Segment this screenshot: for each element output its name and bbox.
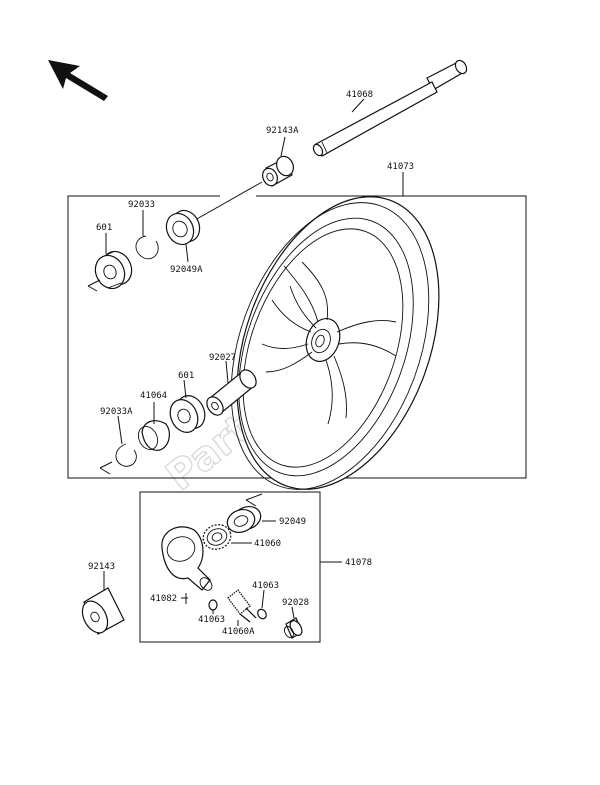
circlip-part <box>135 235 159 260</box>
label-92033a: 92033A <box>100 407 133 417</box>
axle-part <box>312 59 468 157</box>
label-92033: 92033 <box>128 200 155 210</box>
label-41063-left: 41063 <box>198 615 225 625</box>
gearbox-assembly-box <box>139 491 321 643</box>
spacer-part <box>206 369 257 416</box>
locator-arrow <box>245 493 263 507</box>
gear-part <box>202 524 232 550</box>
locator-arrow <box>87 279 101 292</box>
label-41073: 41073 <box>387 162 414 172</box>
label-92143a: 92143A <box>266 126 299 136</box>
collar-part <box>81 587 125 635</box>
label-92027: 92027 <box>209 353 236 363</box>
label-41060: 41060 <box>254 539 281 549</box>
locator-arrow <box>99 461 113 475</box>
bearing-right-part <box>169 395 206 433</box>
seal-part <box>226 506 262 533</box>
label-92028: 92028 <box>282 598 309 608</box>
gearbox-housing-part <box>161 526 213 591</box>
label-601-right: 601 <box>178 371 194 381</box>
pinion-part <box>227 589 257 623</box>
label-41060a: 41060A <box>222 627 255 637</box>
label-92049: 92049 <box>279 517 306 527</box>
label-92143: 92143 <box>88 562 115 572</box>
washer-left-part <box>208 599 218 611</box>
label-41064: 41064 <box>140 391 167 401</box>
arrow-up-left-icon <box>48 60 108 101</box>
label-41078: 41078 <box>345 558 372 568</box>
label-41063-right: 41063 <box>252 581 279 591</box>
cover-part <box>137 420 170 451</box>
leader-lines <box>103 98 404 626</box>
washer-right-part <box>257 608 267 620</box>
label-92049a: 92049A <box>170 265 203 275</box>
wheel-part <box>230 196 440 490</box>
label-41068: 41068 <box>346 90 373 100</box>
label-41082: 41082 <box>150 594 177 604</box>
bearing-left-part <box>94 250 133 290</box>
collar-a-part <box>262 155 294 187</box>
label-601-left: 601 <box>96 223 112 233</box>
bushing-part <box>283 617 303 639</box>
seal-a-part <box>165 209 201 246</box>
circlip-a-part <box>115 443 137 467</box>
